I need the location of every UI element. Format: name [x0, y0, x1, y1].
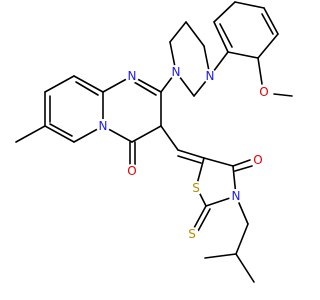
bond	[169, 21, 187, 43]
bond	[219, 23, 233, 48]
bond	[133, 81, 157, 96]
bond	[232, 159, 251, 167]
atom-n-piperazine-b: N	[203, 69, 217, 83]
atom-o-carbonyl-pyrimidinone: O	[125, 164, 139, 178]
atom-s-ring: S	[189, 181, 203, 195]
atom-label: O	[259, 85, 268, 99]
bond	[235, 253, 255, 283]
atom-label: O	[253, 153, 262, 167]
molecule-structure: N N O N N O S S	[15, 1, 293, 283]
bond	[263, 7, 279, 35]
bond	[197, 208, 211, 232]
bond	[235, 223, 249, 255]
atom-label: N	[99, 119, 108, 133]
bond	[131, 125, 162, 143]
atom-label: N	[128, 69, 137, 83]
atom-n-pyrimidine: N	[125, 69, 139, 83]
bond	[213, 1, 236, 23]
bond	[49, 123, 73, 137]
bond	[44, 125, 75, 143]
atom-label: N	[172, 65, 181, 79]
bond	[193, 205, 207, 229]
atom-s-thione: S	[185, 227, 199, 241]
molecule-svg: N N O N N O S S	[15, 1, 293, 283]
bond	[75, 81, 99, 96]
bond	[204, 253, 237, 259]
bond	[177, 155, 202, 164]
atom-label: N	[206, 69, 215, 83]
bond	[177, 149, 205, 159]
atom-label: O	[127, 164, 136, 178]
bond	[160, 125, 179, 151]
bond	[234, 165, 253, 172]
atom-label: S	[192, 181, 200, 195]
bond	[273, 93, 293, 97]
bond	[185, 21, 205, 47]
atom-labels: N N O N N O S S	[96, 65, 271, 241]
bond	[257, 33, 279, 59]
atom-n-bridgehead: N	[96, 119, 110, 133]
bond	[213, 21, 229, 53]
bonds	[15, 1, 293, 283]
atom-label: N	[232, 189, 241, 203]
bond	[261, 13, 274, 35]
atom-n-thiazolidinone: N	[229, 189, 243, 203]
bond	[234, 1, 265, 9]
bond	[203, 157, 234, 167]
bond	[227, 51, 259, 59]
bond	[15, 125, 46, 143]
bond	[257, 57, 263, 85]
atom-label: S	[188, 227, 196, 241]
atom-n-piperazine-a: N	[169, 65, 183, 79]
bond	[196, 157, 205, 185]
atom-o-methoxy: O	[257, 85, 271, 99]
atom-o-carbonyl-thiazolidinone: O	[251, 153, 265, 167]
bond	[73, 75, 104, 93]
bond	[44, 75, 75, 93]
